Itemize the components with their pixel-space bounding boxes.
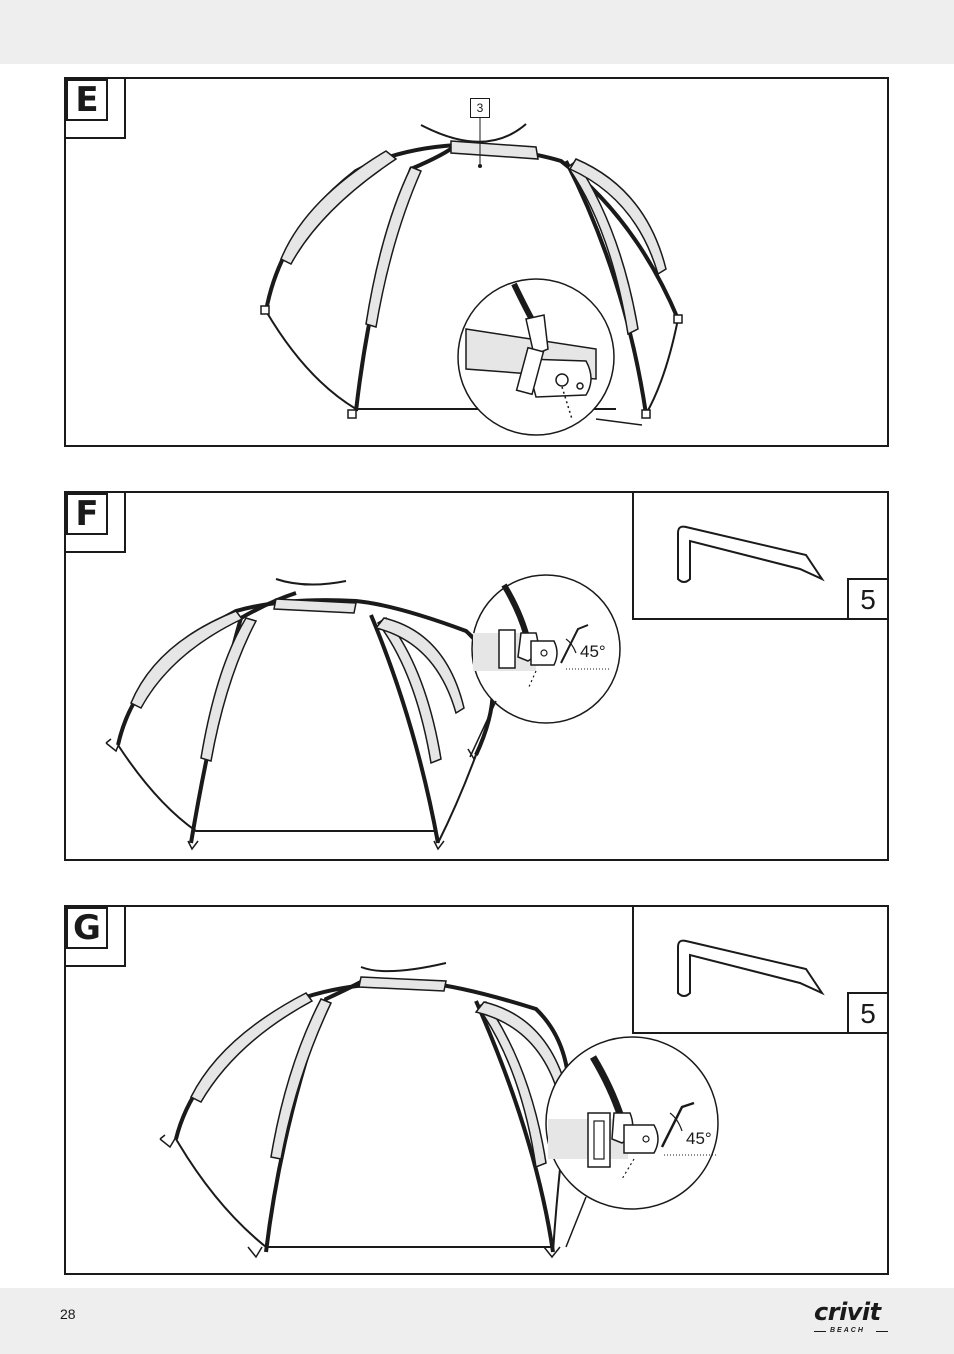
pole-clip-detail-icon	[470, 575, 620, 757]
step-label: G	[66, 907, 108, 949]
part-callout: 3	[470, 98, 490, 118]
stake-inset: 5	[632, 491, 889, 620]
step-label: E	[66, 79, 108, 121]
angle-label: 45°	[686, 1129, 712, 1149]
page-number: 28	[60, 1306, 76, 1322]
panel-g: G 45° 5	[64, 905, 889, 1275]
header-band	[0, 0, 954, 64]
part-number: 5	[847, 578, 889, 620]
pole-clip-detail-icon	[458, 279, 642, 435]
step-label-frame: G	[64, 905, 126, 967]
step-label: F	[66, 493, 108, 535]
logo-brand: crivit	[814, 1298, 881, 1326]
step-label-frame: E	[64, 77, 126, 139]
panel-f: F 45° 5	[64, 491, 889, 861]
tent-illustration	[66, 79, 889, 447]
stake-inset: 5	[632, 905, 889, 1034]
logo-rule	[814, 1331, 826, 1332]
logo-sub: BEACH	[830, 1327, 865, 1334]
footer-band	[0, 1288, 954, 1354]
part-number: 5	[847, 992, 889, 1034]
angle-label: 45°	[580, 642, 606, 662]
panel-e: E 3	[64, 77, 889, 447]
step-label-frame: F	[64, 491, 126, 553]
logo-rule	[876, 1331, 888, 1332]
brand-logo: crivit BEACH	[814, 1298, 890, 1344]
